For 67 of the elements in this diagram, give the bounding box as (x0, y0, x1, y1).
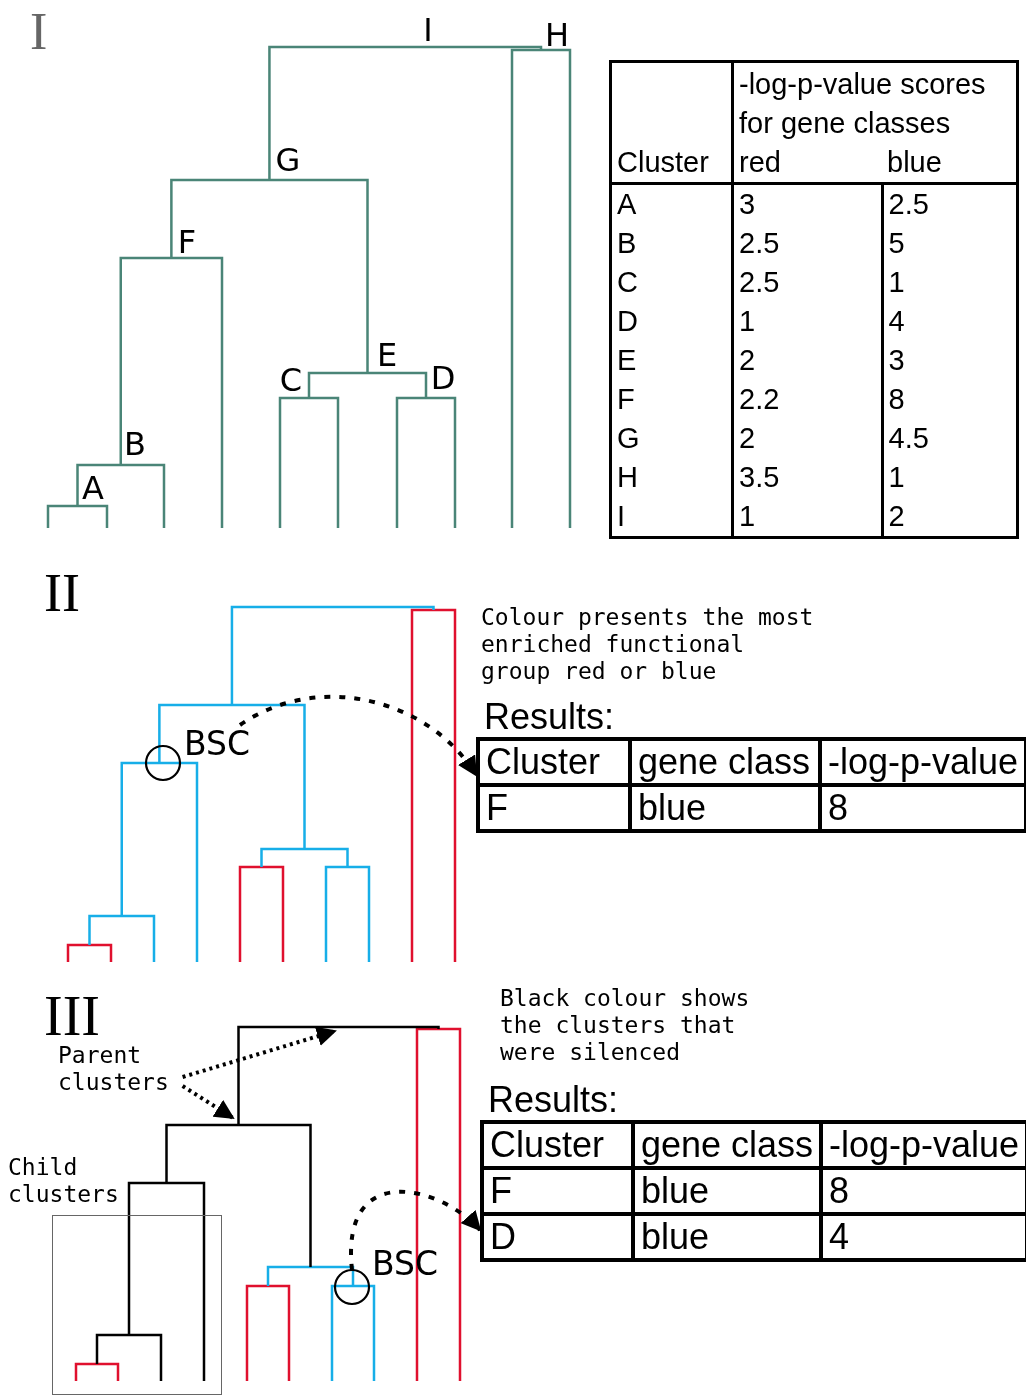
table-cell: 1 (882, 263, 1018, 302)
table-cell: blue (882, 143, 1018, 184)
table-cell: E (610, 341, 733, 380)
arrow (182, 1026, 337, 1079)
table-cell: 8 (820, 785, 1026, 831)
cluster-letter: I (423, 14, 433, 46)
table-cell: F (610, 380, 733, 419)
table-cell: 2 (732, 341, 882, 380)
table-cell: G (610, 419, 733, 458)
table-cell: Cluster (482, 1122, 633, 1168)
table-cell: 4 (882, 302, 1018, 341)
table-cell: gene class (633, 1122, 821, 1168)
table-cell: 5 (882, 224, 1018, 263)
table-cell: -log-p-value (820, 739, 1026, 785)
cluster-letter: E (376, 339, 398, 371)
table-cell: blue (633, 1168, 821, 1214)
table-cell: 1 (732, 302, 882, 341)
table-cell: 2 (882, 497, 1018, 538)
cluster-letter: A (82, 472, 104, 504)
table-cell: C (610, 263, 733, 302)
table-cell: 3 (882, 341, 1018, 380)
table-cell: 3.5 (732, 458, 882, 497)
table-cell: 2.5 (882, 183, 1018, 224)
note-text: Black colour shows the clusters that were silenced (500, 985, 751, 1066)
arrow (239, 694, 478, 777)
table-cell: F (478, 785, 630, 831)
table-cell: D (610, 302, 733, 341)
table-cell: H (610, 458, 733, 497)
table-cell: 2.5 (732, 224, 882, 263)
table-cell: gene class (630, 739, 820, 785)
cluster-letter: H (544, 19, 570, 51)
table-cell: 3 (732, 183, 882, 224)
table-cell: I (610, 497, 733, 538)
table-cell: B (610, 224, 733, 263)
table-cell: red (732, 143, 882, 184)
table-cell: blue (633, 1214, 821, 1260)
callout-text: Child clusters (8, 1154, 120, 1208)
table-cell: 1 (732, 497, 882, 538)
cluster-letter: B (124, 428, 146, 460)
callout-text: Parent clusters (58, 1042, 183, 1096)
table-cell: A (610, 183, 733, 224)
cluster-letter: D (430, 362, 456, 394)
table-cell: Cluster (478, 739, 630, 785)
panel-numeral: II (44, 566, 80, 620)
cluster-letter: C (279, 364, 303, 396)
table-cell: 4.5 (882, 419, 1018, 458)
bsc-label: BSC (184, 727, 251, 760)
table-cell: F (482, 1168, 633, 1214)
table-cell: 2.2 (732, 380, 882, 419)
table-cell: D (482, 1214, 633, 1260)
table-cell: Cluster (610, 61, 733, 184)
note-text: Colour presents the most enriched functional group red or blue (481, 604, 815, 685)
panel-numeral: III (44, 988, 100, 1044)
table-cell: blue (630, 785, 820, 831)
table-cell: 8 (882, 380, 1018, 419)
arrow (181, 1084, 235, 1120)
table-cell: 2 (732, 419, 882, 458)
table-heading: Results: (487, 1080, 619, 1120)
table-cell: -log-p-value (821, 1122, 1026, 1168)
table-cell: 8 (821, 1168, 1026, 1214)
table-cell: 2.5 (732, 263, 882, 302)
cluster-letter: F (177, 226, 197, 258)
table-cell: 4 (821, 1214, 1026, 1260)
cluster-letter: G (275, 144, 301, 176)
table-heading: Results: (483, 697, 615, 737)
panel-numeral: I (30, 6, 48, 58)
table-cell: 1 (882, 458, 1018, 497)
